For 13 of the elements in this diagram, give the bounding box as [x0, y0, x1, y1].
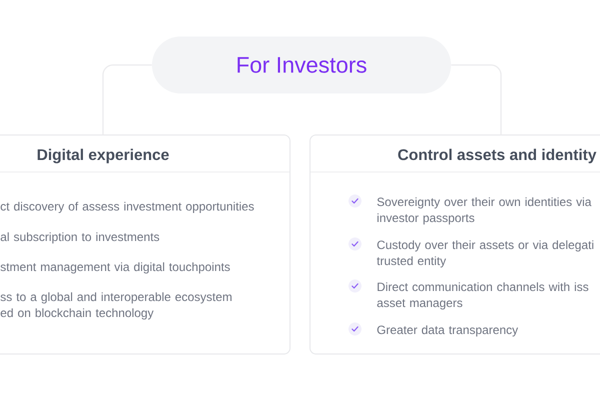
list-item: Custody over their assets or via delegati trusted entity: [376, 240, 594, 268]
list-item: Sovereignty over their own identities via investor passports: [377, 197, 592, 224]
connector-line: [451, 64, 502, 135]
list-item: Direct communication channels with iss asset managers: [377, 282, 588, 310]
list-item: al subscription to investments: [0, 232, 160, 244]
list-item: ss to a global and interoperable ecosystem ed on blockchain technology: [0, 292, 232, 320]
card-heading: Digital experience: [38, 148, 169, 164]
card-heading: Control assets and identity: [398, 148, 596, 164]
title-pill: For Investors: [152, 36, 451, 94]
list-item: Greater data transparency: [377, 325, 518, 336]
connector-line: [102, 64, 152, 135]
list-item: ct discovery of assess investment opportunities: [0, 202, 254, 213]
list-item: stment management via digital touchpoints: [0, 262, 230, 274]
